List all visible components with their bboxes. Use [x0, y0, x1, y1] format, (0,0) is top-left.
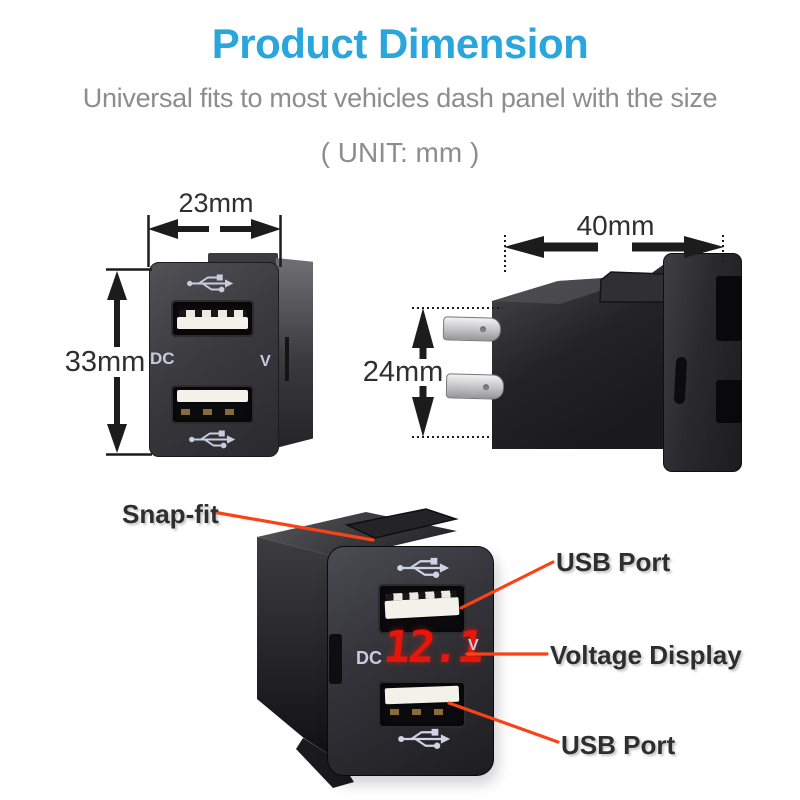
- front-view-faceplate: [149, 262, 279, 457]
- usb-tongue: [384, 590, 460, 619]
- side-view-body: [492, 262, 667, 449]
- voltage-readout: 12.1: [381, 622, 485, 673]
- snap-fit-tab-side: [599, 271, 667, 303]
- v-label: V: [468, 637, 479, 654]
- front-view-side-slot: [285, 337, 289, 381]
- front-view-rear-body: [276, 258, 313, 448]
- usb-contacts: [181, 409, 244, 415]
- usb-port-bottom-label: USB Port: [561, 730, 676, 760]
- side-view-usb-opening-top: [716, 276, 742, 341]
- usb-contact-teeth: [179, 310, 246, 317]
- usb-port-top-photo: [378, 584, 466, 634]
- usb-icon: [186, 273, 234, 294]
- body-height-dimension-label: 24mm: [362, 356, 444, 388]
- usb-contact-teeth: [386, 590, 457, 601]
- snap-fit-tab-photo: [344, 508, 459, 539]
- usb-port-top: [171, 300, 254, 337]
- depth-dimension-label: 40mm: [576, 210, 655, 241]
- dc-label: DC: [150, 349, 175, 368]
- voltage-display-label: Voltage Display: [550, 640, 742, 670]
- side-view-usb-opening-bottom: [716, 380, 742, 423]
- page-title: Product Dimension: [211, 20, 589, 67]
- usb-icon: [396, 556, 450, 580]
- usb-tongue: [177, 390, 248, 402]
- width-dimension-label: 23mm: [178, 188, 254, 218]
- snap-fit-label: Snap-fit: [122, 499, 219, 529]
- height-dimension-label: 33mm: [64, 346, 146, 378]
- v-label: V: [260, 353, 271, 370]
- usb-port-bottom-photo: [378, 681, 466, 728]
- usb-port-top-label: USB Port: [556, 547, 671, 577]
- usb-tongue: [384, 685, 460, 705]
- usb-contacts: [390, 709, 454, 715]
- usb-icon: [188, 429, 236, 450]
- usb-tongue: [177, 310, 248, 329]
- snap-fit-line: [211, 510, 375, 542]
- unit-note: ( UNIT: mm ): [320, 137, 480, 168]
- usb-port-bottom: [171, 385, 254, 424]
- photo-side-notch: [329, 634, 342, 684]
- page-subtitle: Universal fits to most vehicles dash pan…: [82, 83, 718, 113]
- dc-label: DC: [356, 648, 382, 668]
- terminal-prong-bottom: [445, 373, 505, 400]
- terminal-prong-top: [442, 316, 502, 342]
- usb-icon: [397, 727, 451, 751]
